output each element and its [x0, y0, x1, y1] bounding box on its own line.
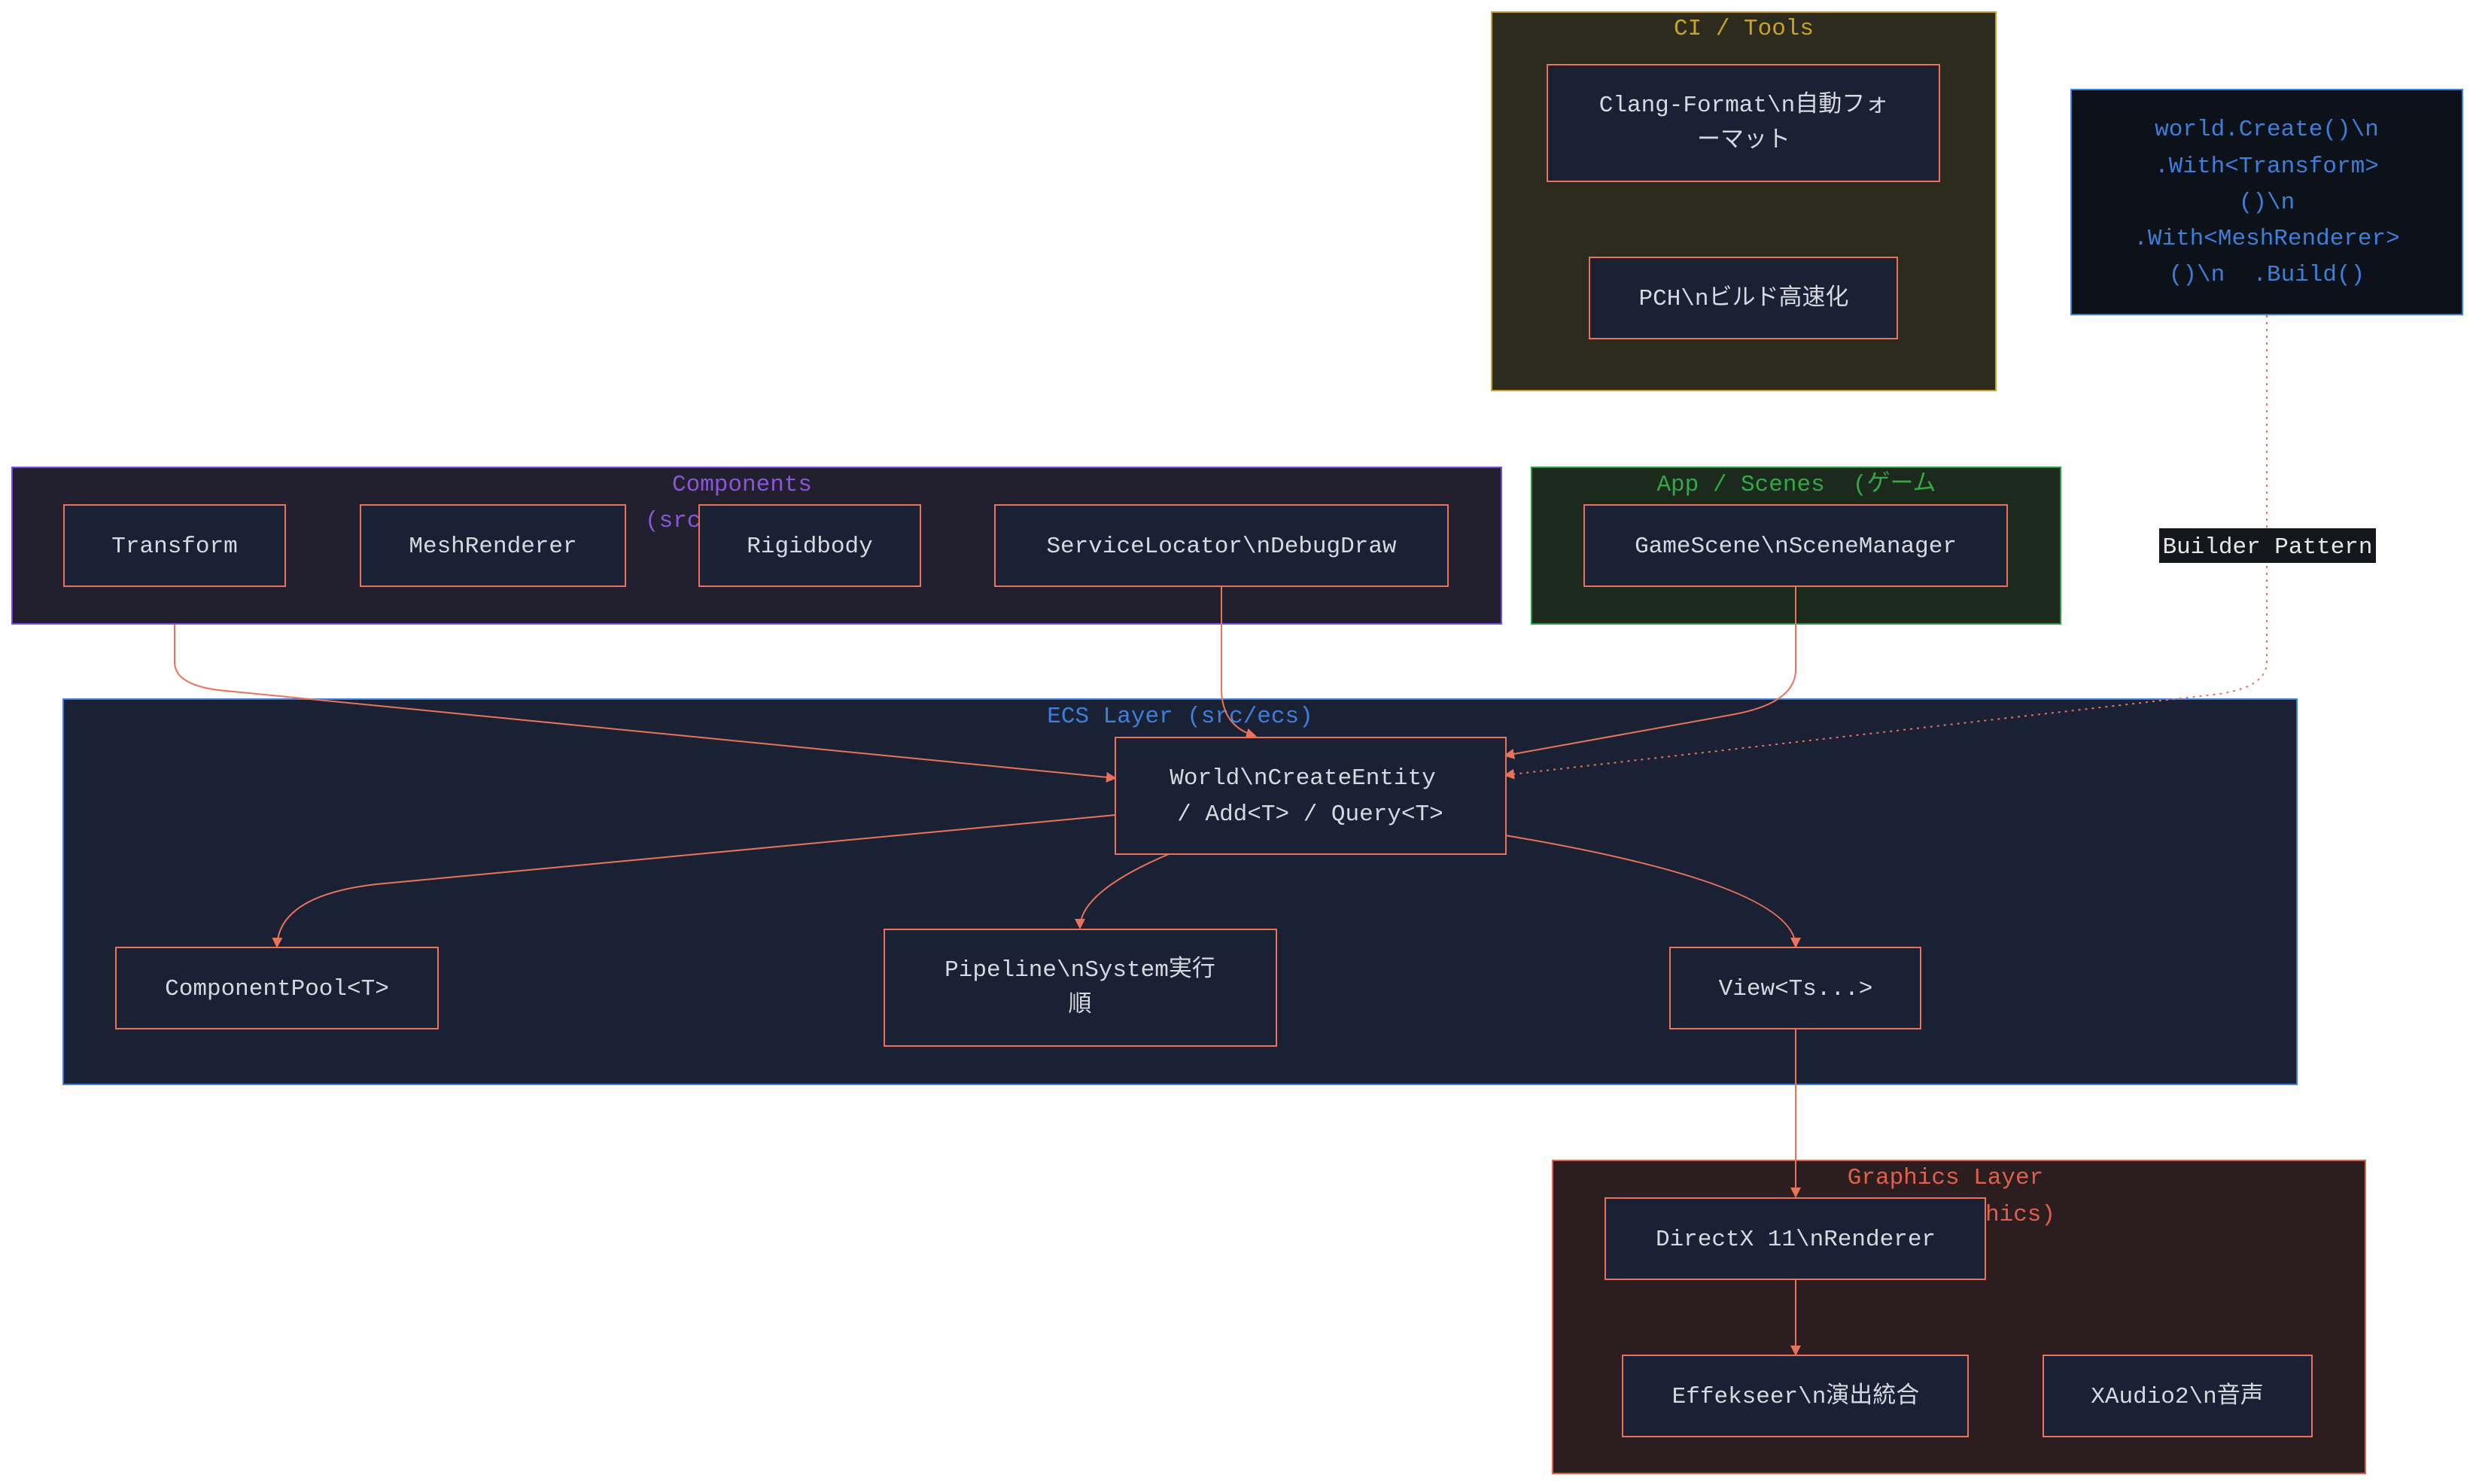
node-directx-label: DirectX 11\nRenderer	[1656, 1227, 1936, 1253]
node-pch-box	[1589, 257, 1898, 339]
cluster-graphics-layer-title: Graphics Layer	[1848, 1165, 2043, 1191]
node-service-locator[interactable]: ServiceLocator\nDebugDraw	[994, 504, 1449, 587]
cluster-components-title: Components	[672, 472, 812, 498]
edge-servicelocator-world	[1221, 587, 1257, 739]
node-transform-label: Transform	[111, 534, 237, 560]
node-rigidbody-box	[698, 504, 921, 587]
edge-transform-world	[174, 625, 1117, 783]
node-effekseer-box	[1622, 1355, 1969, 1437]
node-pch[interactable]: PCH\nビルド高速化	[1589, 257, 1898, 339]
builder-note-line-4: .With<MeshRenderer>	[2134, 226, 2399, 252]
edge-label-text: Builder Pattern	[2162, 534, 2372, 561]
node-directx-box	[1605, 1197, 1986, 1280]
node-effekseer-label: Effekseer\n演出統合	[1672, 1382, 1920, 1410]
node-world[interactable]: World\nCreateEntity / Add<T> / Query<T>	[1115, 737, 1507, 855]
cluster-ecs-layer-title: ECS Layer (src/ecs)	[1047, 704, 1313, 730]
node-view-box	[1669, 947, 1921, 1029]
node-transform-box	[63, 504, 286, 587]
node-game-scene-label: GameScene\nSceneManager	[1635, 534, 1957, 560]
node-xaudio-label: XAudio2\n音声	[2091, 1382, 2263, 1410]
node-clang-format-line-1: Clang-Format\n自動フォ	[1599, 91, 1888, 119]
node-mesh-renderer-label: MeshRenderer	[409, 534, 576, 560]
node-mesh-renderer[interactable]: MeshRenderer	[360, 504, 626, 587]
node-directx[interactable]: DirectX 11\nRenderer	[1605, 1197, 1986, 1280]
builder-note-line-2: .With<Transform>	[2155, 154, 2379, 180]
node-game-scene-box	[1583, 504, 2008, 587]
cluster-graphics-layer-subtitle: hics)	[1985, 1202, 2055, 1228]
node-world-line-1: World\nCreateEntity	[1170, 765, 1435, 792]
node-pipeline-line-1: Pipeline\nSystem実行	[944, 956, 1215, 984]
node-pipeline-line-2: 順	[1069, 993, 1092, 1019]
node-service-locator-box	[994, 504, 1449, 587]
node-rigidbody[interactable]: Rigidbody	[698, 504, 921, 587]
node-xaudio[interactable]: XAudio2\n音声	[2043, 1355, 2313, 1437]
node-view-label: View<Ts...>	[1719, 976, 1873, 1002]
node-effekseer[interactable]: Effekseer\n演出統合	[1622, 1355, 1969, 1437]
edge-world-pipeline	[1075, 853, 1170, 929]
edge-world-view	[1504, 835, 1801, 948]
builder-note: world.Create()\n .With<Transform> ()\n .…	[2070, 89, 2463, 315]
edge-label-builder-pattern: Builder Pattern	[2159, 528, 2376, 563]
node-clang-format-line-2: ーマット	[1697, 128, 1790, 154]
cluster-app-scenes-title: App / Scenes (ゲーム	[1656, 471, 1936, 498]
edge-label-bg	[2159, 528, 2376, 563]
cluster-ci-tools-title: CI / Tools	[1674, 16, 1814, 42]
builder-note-line-3: ()\n	[2239, 190, 2295, 216]
node-world-box	[1115, 737, 1507, 855]
node-world-line-2: / Add<T> / Query<T>	[1177, 801, 1443, 828]
node-clang-format[interactable]: Clang-Format\n自動フォ ーマット	[1547, 64, 1940, 182]
edge-gamescene-world	[1504, 587, 1796, 759]
cluster-components-subtitle: (src	[645, 508, 701, 534]
node-clang-format-box	[1547, 64, 1940, 182]
node-view[interactable]: View<Ts...>	[1669, 947, 1921, 1029]
builder-note-line-1: world.Create()\n	[2155, 117, 2379, 143]
node-xaudio-box	[2043, 1355, 2313, 1437]
node-pch-label: PCH\nビルド高速化	[1638, 284, 1848, 312]
node-rigidbody-label: Rigidbody	[747, 534, 872, 560]
node-component-pool[interactable]: ComponentPool<T>	[115, 947, 439, 1029]
edges	[174, 315, 2268, 1356]
edge-world-componentpool	[272, 814, 1116, 948]
node-mesh-renderer-box	[360, 504, 626, 587]
node-service-locator-label: ServiceLocator\nDebugDraw	[1046, 534, 1396, 560]
builder-note-line-5: ()\n .Build()	[2169, 262, 2365, 288]
node-pipeline-box	[884, 929, 1277, 1047]
node-component-pool-box	[115, 947, 439, 1029]
node-component-pool-label: ComponentPool<T>	[165, 976, 389, 1002]
node-pipeline[interactable]: Pipeline\nSystem実行 順	[884, 929, 1277, 1047]
node-game-scene[interactable]: GameScene\nSceneManager	[1583, 504, 2008, 587]
node-transform[interactable]: Transform	[63, 504, 286, 587]
builder-note-box	[2070, 89, 2463, 315]
